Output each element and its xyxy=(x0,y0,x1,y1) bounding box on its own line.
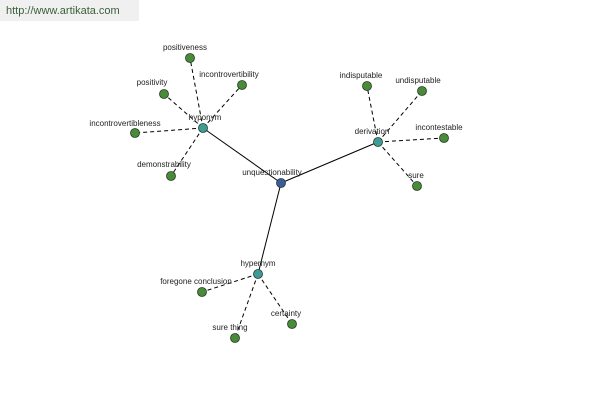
leaf-node-sure-thing[interactable] xyxy=(230,333,240,343)
leaf-node-indisputable[interactable] xyxy=(362,81,372,91)
leaf-label-positivity[interactable]: positivity xyxy=(137,78,168,87)
edge-hyponym-incontrovertibleness xyxy=(134,127,204,134)
leaf-node-undisputable[interactable] xyxy=(417,86,427,96)
edge-derivation-indisputable xyxy=(366,85,379,143)
leaf-label-incontrovertibleness[interactable]: incontrovertibleness xyxy=(89,119,160,128)
derivation-node[interactable] xyxy=(373,137,383,147)
edge-hyponym-positiveness xyxy=(189,57,204,129)
edge-hyponym-incontrovertibility xyxy=(202,84,243,129)
nodes-layer xyxy=(130,53,449,343)
edge-derivation-undisputable xyxy=(377,90,423,143)
edge-hypernym-foregone-conclusion xyxy=(201,273,259,293)
edge-hypernym-certainty xyxy=(257,273,293,325)
leaf-node-incontrovertibility[interactable] xyxy=(237,80,247,90)
leaf-label-sure-thing[interactable]: sure thing xyxy=(212,323,247,332)
center-label[interactable]: unquestionability xyxy=(242,168,302,177)
leaf-label-incontestable[interactable]: incontestable xyxy=(415,123,463,132)
leaf-node-positivity[interactable] xyxy=(159,89,169,99)
edge-center-hypernym xyxy=(257,182,282,275)
leaf-node-demonstrability[interactable] xyxy=(166,171,176,181)
edge-derivation-sure xyxy=(377,141,418,187)
leaf-node-foregone-conclusion[interactable] xyxy=(197,287,207,297)
hyponym-label[interactable]: hyponym xyxy=(189,113,222,122)
edges-layer xyxy=(134,57,445,339)
edge-hyponym-demonstrability xyxy=(170,127,204,177)
url-banner: http://www.artikata.com xyxy=(0,0,139,21)
leaf-label-incontrovertibility[interactable]: incontrovertibility xyxy=(199,70,259,79)
edge-derivation-incontestable xyxy=(377,137,445,143)
edge-center-hyponym xyxy=(202,127,282,184)
leaf-label-undisputable[interactable]: undisputable xyxy=(395,76,441,85)
leaf-label-foregone-conclusion[interactable]: foregone conclusion xyxy=(160,277,232,286)
labels-layer: unquestionability hyponym positiveness posi… xyxy=(89,43,463,332)
leaf-label-demonstrability[interactable]: demonstrability xyxy=(137,160,191,169)
hypernym-label[interactable]: hypernym xyxy=(240,259,275,268)
leaf-node-sure[interactable] xyxy=(412,181,422,191)
hypernym-node[interactable] xyxy=(253,269,263,279)
leaf-label-indisputable[interactable]: indisputable xyxy=(340,71,383,80)
edge-center-derivation xyxy=(280,141,379,184)
leaf-label-positiveness[interactable]: positiveness xyxy=(163,43,207,52)
url-text[interactable]: http://www.artikata.com xyxy=(6,5,120,17)
leaf-label-certainty[interactable]: certainty xyxy=(271,309,301,318)
edge-hypernym-sure-thing xyxy=(234,273,259,339)
leaf-node-incontestable[interactable] xyxy=(439,133,449,143)
leaf-node-incontrovertibleness[interactable] xyxy=(130,128,140,138)
leaf-node-certainty[interactable] xyxy=(287,319,297,329)
leaf-node-positiveness[interactable] xyxy=(185,53,195,63)
derivation-label[interactable]: derivation xyxy=(355,127,390,136)
edge-hyponym-positivity xyxy=(163,93,204,129)
hyponym-node[interactable] xyxy=(198,123,208,133)
leaf-label-sure[interactable]: sure xyxy=(408,171,424,180)
center-node[interactable] xyxy=(276,178,286,188)
